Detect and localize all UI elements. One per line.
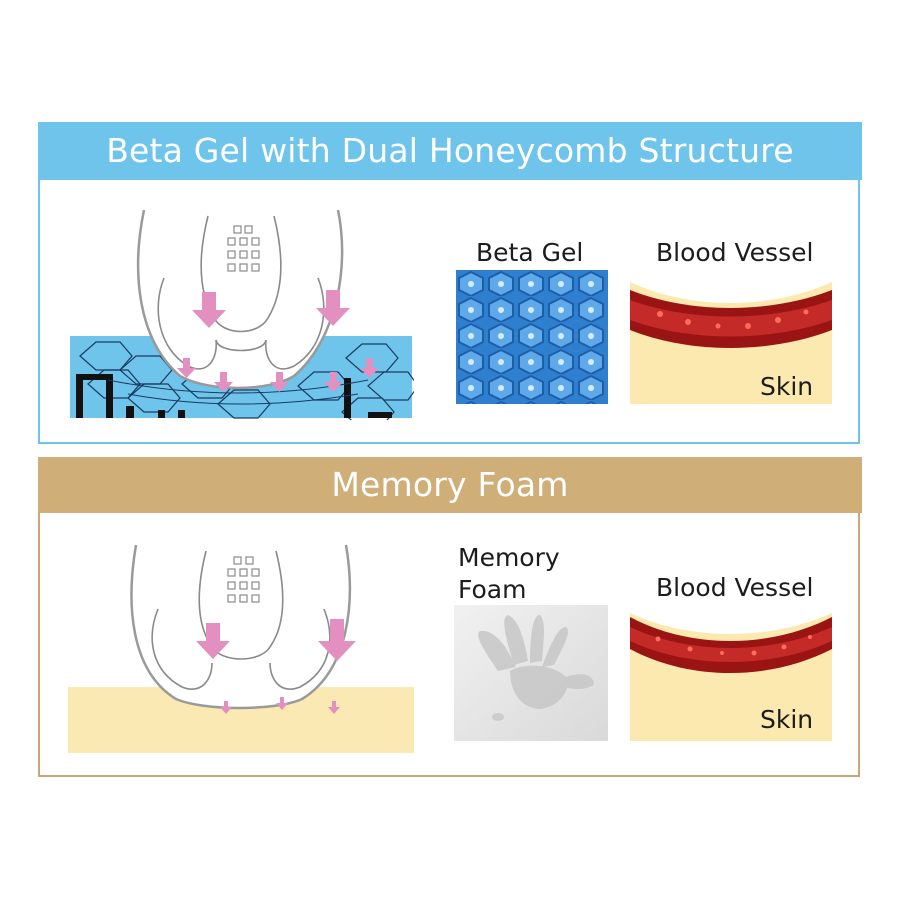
beta-gel-title: Beta Gel with Dual Honeycomb Structure [38, 122, 862, 180]
beta-gel-skin-label: Skin [760, 372, 814, 401]
memory-foam-pelvis-illustration [66, 543, 416, 755]
memory-foam-material-label-line1: Memory [458, 543, 560, 572]
beta-gel-material-label: Beta Gel [476, 238, 584, 267]
memory-foam-panel: Memory Foam [38, 457, 862, 777]
beta-gel-vessel-label: Blood Vessel [656, 238, 814, 267]
memory-foam-material-label-line2: Foam [458, 575, 527, 604]
pelvis-outline [130, 544, 352, 710]
memory-foam-title: Memory Foam [38, 457, 862, 513]
beta-gel-texture-image [456, 270, 608, 404]
beta-gel-panel: Beta Gel with Dual Honeycomb Structure [38, 122, 862, 444]
beta-gel-vessel-image [630, 270, 832, 404]
memory-foam-texture-image [454, 605, 608, 741]
memory-foam-skin-label: Skin [760, 705, 814, 734]
memory-foam-vessel-label: Blood Vessel [656, 573, 814, 602]
memory-foam-vessel-image [630, 605, 832, 741]
beta-gel-pelvis-illustration [68, 208, 414, 420]
pressure-arrow-icon [192, 290, 350, 328]
pressure-arrow-icon [196, 619, 356, 661]
